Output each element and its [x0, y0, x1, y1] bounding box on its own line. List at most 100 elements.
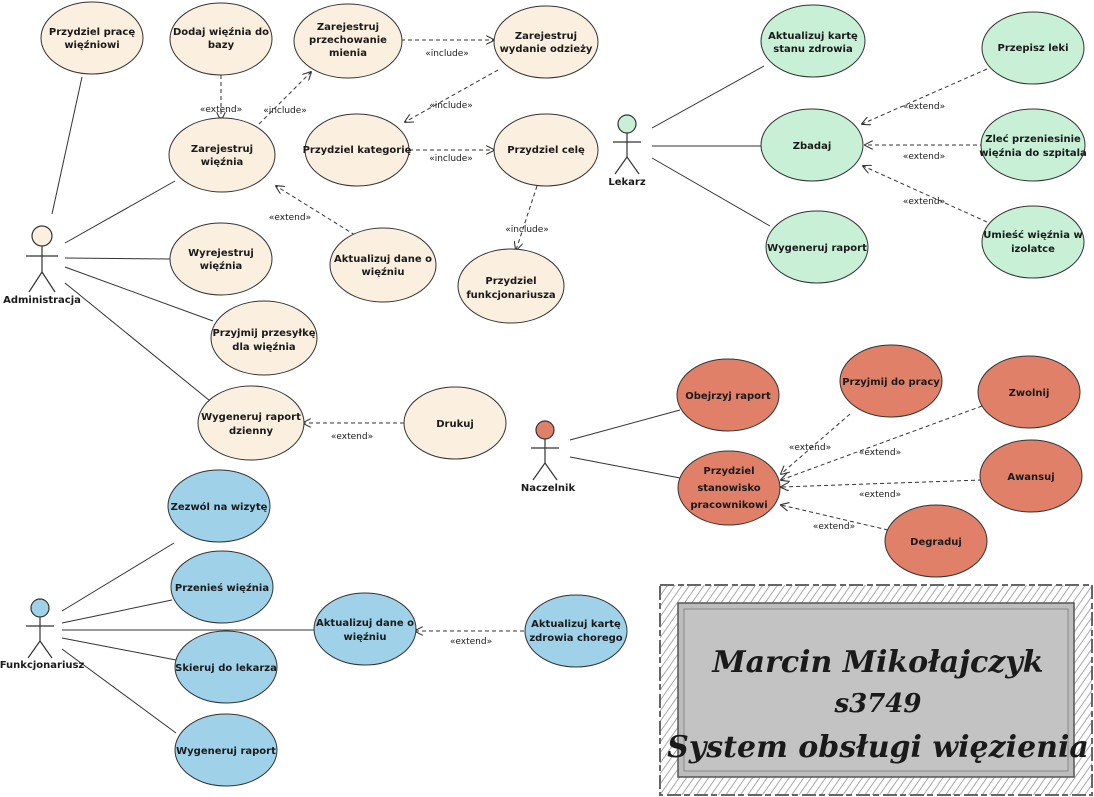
svg-text:więźnia: więźnia	[200, 260, 243, 272]
uc-zarejestruj-wydanie[interactable]: Zarejestruj wydanie odzieży	[493, 5, 599, 79]
svg-text:Dodaj więźnia do: Dodaj więźnia do	[173, 26, 269, 38]
uc-przyjmij-przesylke[interactable]: Przyjmij przesyłkę dla więźnia	[210, 300, 318, 376]
actor-label-lekarz: Lekarz	[608, 177, 645, 188]
svg-text:stanowisko: stanowisko	[697, 483, 760, 494]
svg-text:bazy: bazy	[208, 40, 235, 51]
uc-przenies-wieznia[interactable]: Przenieś więźnia	[170, 550, 274, 624]
uc-zbadaj[interactable]: Zbadaj	[760, 108, 864, 182]
svg-text:więźnia do szpitala: więźnia do szpitala	[979, 147, 1087, 159]
svg-text:Przydziel: Przydziel	[485, 276, 536, 287]
uc-dodaj-wieznia[interactable]: Dodaj więźnia do bazy	[169, 2, 273, 76]
svg-text:Wygeneruj raport: Wygeneruj raport	[767, 243, 867, 254]
svg-text:dzienny: dzienny	[229, 426, 273, 437]
uc-wyrejestruj-wieznia[interactable]: Wyrejestruj więźnia	[169, 222, 273, 296]
relation-labels: «extend» «include» «include» «include» «…	[200, 49, 945, 647]
actor-label-naczelnik: Naczelnik	[521, 483, 576, 494]
svg-text:Przydziel kategorię: Przydziel kategorię	[303, 145, 412, 156]
svg-text:Zbadaj: Zbadaj	[793, 141, 832, 152]
svg-text:więźnia: więźnia	[201, 156, 244, 168]
svg-text:Przydziel pracę: Przydziel pracę	[49, 27, 135, 38]
svg-text:Umieść więźnia w: Umieść więźnia w	[983, 229, 1082, 241]
uc-degraduj[interactable]: Degraduj	[884, 504, 988, 578]
author-name: Marcin Mikołajczyk	[711, 645, 1043, 680]
uc-wygeneruj-raport-fun[interactable]: Wygeneruj raport	[174, 713, 278, 787]
include-label: «include»	[429, 154, 473, 164]
svg-text:Aktualizuj dane o: Aktualizuj dane o	[334, 254, 432, 265]
uc-przepisz-leki[interactable]: Przepisz leki	[981, 11, 1085, 85]
svg-text:Aktualizuj dane o: Aktualizuj dane o	[316, 618, 414, 629]
uc-zarejestruj-przechowanie[interactable]: Zarejestruj przechowanie mienia	[293, 3, 403, 79]
svg-text:Wygeneruj raport: Wygeneruj raport	[176, 746, 276, 757]
svg-text:Zarejestruj: Zarejestruj	[515, 31, 577, 42]
svg-text:Skieruj do lekarza: Skieruj do lekarza	[175, 663, 277, 674]
uc-zezwol-na-wizyte[interactable]: Zezwól na wizytę	[167, 469, 271, 543]
svg-text:wydanie odzieży: wydanie odzieży	[500, 44, 593, 55]
svg-text:więźniu: więźniu	[344, 631, 387, 643]
include-label: «include»	[263, 106, 307, 116]
svg-text:Zarejestruj: Zarejestruj	[317, 22, 379, 33]
svg-text:Aktualizuj kartę: Aktualizuj kartę	[531, 619, 621, 630]
actor-head	[535, 420, 555, 440]
uc-przydziel-prace[interactable]: Przydziel pracę więźniowi	[40, 1, 144, 75]
svg-text:Zleć przeniesinie: Zleć przeniesinie	[985, 133, 1081, 145]
uc-awansuj[interactable]: Awansuj	[979, 439, 1083, 513]
extend-label: «extend»	[450, 637, 492, 647]
svg-text:Przepisz leki: Przepisz leki	[998, 43, 1069, 54]
extend-label: «extend»	[200, 105, 242, 115]
uc-wygeneruj-raport-dzienny[interactable]: Wygeneruj raport dzienny	[197, 385, 305, 461]
uc-aktualizuj-karte-zdrowia[interactable]: Aktualizuj kartę stanu zdrowia	[760, 4, 866, 78]
uc-wygeneruj-raport-lekarz[interactable]: Wygeneruj raport	[765, 210, 869, 284]
extend-label: «extend»	[813, 522, 855, 532]
extend-label: «extend»	[903, 152, 945, 162]
svg-text:Awansuj: Awansuj	[1007, 472, 1054, 483]
svg-text:Drukuj: Drukuj	[436, 419, 474, 430]
svg-text:pracownikowi: pracownikowi	[690, 500, 767, 511]
svg-text:Obejrzyj raport: Obejrzyj raport	[685, 391, 771, 402]
svg-text:Przenieś więźnia: Przenieś więźnia	[175, 582, 269, 594]
svg-text:więźniu: więźniu	[362, 266, 405, 278]
actor-funkcjonariusz[interactable]	[26, 598, 54, 659]
uc-zwolnij[interactable]: Zwolnij	[977, 355, 1081, 429]
extend-label: «extend»	[269, 213, 311, 223]
svg-text:Przydziel celę: Przydziel celę	[507, 145, 585, 156]
actor-label-funkcjonariusz: Funkcjonariusz	[0, 660, 84, 671]
uc-obejrzyj-raport[interactable]: Obejrzyj raport	[676, 358, 780, 432]
actor-head	[31, 225, 53, 247]
svg-text:izolatce: izolatce	[1011, 244, 1055, 255]
dependencies	[221, 40, 988, 631]
extend-label: «extend»	[903, 197, 945, 207]
svg-text:Aktualizuj kartę: Aktualizuj kartę	[768, 31, 858, 42]
uc-umiesc-w-izolatce[interactable]: Umieść więźnia w izolatce	[981, 205, 1085, 279]
uc-zarejestruj-wieznia[interactable]: Zarejestruj więźnia	[168, 117, 276, 193]
actor-administracja[interactable]	[26, 225, 58, 293]
uc-przydziel-cele[interactable]: Przydziel celę	[493, 113, 599, 187]
svg-text:Zarejestruj: Zarejestruj	[191, 144, 253, 155]
svg-text:funkcjonariusza: funkcjonariusza	[466, 290, 555, 301]
uc-aktualizuj-dane-adm[interactable]: Aktualizuj dane o więźniu	[329, 227, 437, 303]
author-banner: Marcin Mikołajczyk s3749 System obsługi …	[659, 584, 1093, 796]
uc-zlec-przeniesienie[interactable]: Zleć przeniesinie więźnia do szpitala	[979, 108, 1087, 182]
uc-aktualizuj-karte-chorego[interactable]: Aktualizuj kartę zdrowia chorego	[524, 594, 628, 668]
actor-head	[30, 598, 50, 618]
svg-text:dla więźnia: dla więźnia	[232, 341, 295, 353]
uc-skieruj-do-lekarza[interactable]: Skieruj do lekarza	[174, 630, 278, 704]
uc-przydziel-funkcjonariusza[interactable]: Przydziel funkcjonariusza	[457, 248, 565, 324]
extend-label: «extend»	[859, 490, 901, 500]
uc-przydziel-stanowisko[interactable]: Przydziel stanowisko pracownikowi	[677, 450, 781, 526]
uc-przydziel-kategorie[interactable]: Przydziel kategorię	[303, 113, 412, 187]
svg-text:Degraduj: Degraduj	[910, 537, 962, 548]
uc-drukuj[interactable]: Drukuj	[403, 386, 507, 460]
include-label: «include»	[505, 225, 549, 235]
actor-label-administracja: Administracja	[3, 295, 81, 306]
uc-przyjmij-do-pracy[interactable]: Przyjmij do pracy	[839, 344, 943, 418]
svg-text:mienia: mienia	[329, 48, 367, 59]
actor-naczelnik[interactable]	[531, 420, 559, 481]
extend-label: «extend»	[903, 102, 945, 112]
extend-label: «extend»	[331, 432, 373, 442]
author-id: s3749	[833, 689, 921, 719]
actor-lekarz[interactable]	[613, 114, 641, 175]
uc-aktualizuj-dane-fun[interactable]: Aktualizuj dane o więźniu	[313, 592, 417, 666]
svg-text:Wygeneruj raport: Wygeneruj raport	[201, 412, 301, 423]
include-label: «include»	[429, 101, 473, 111]
